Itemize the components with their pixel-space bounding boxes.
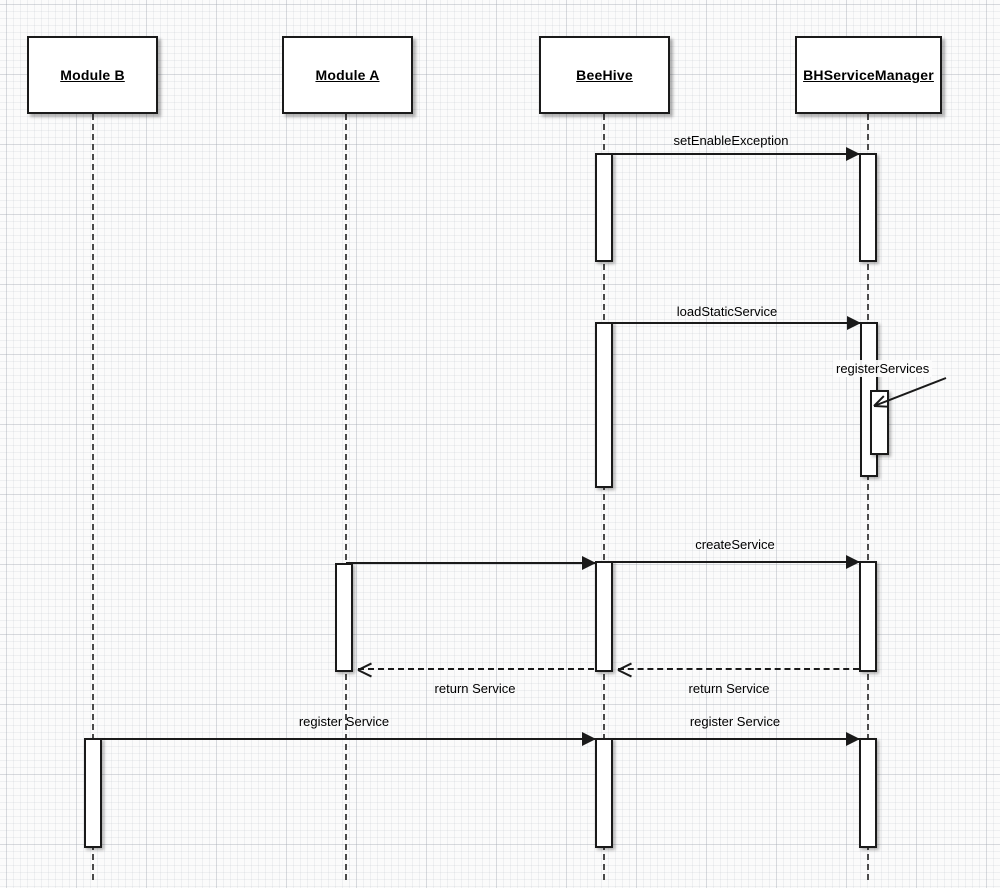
message-line-msg-register-service-b[interactable] (93, 738, 595, 740)
arrow-head-msg-register-service-beehive (846, 732, 860, 746)
message-line-msg-create-service[interactable] (613, 561, 859, 563)
activation-bar-beehive-act-3[interactable] (595, 561, 613, 672)
participant-box-beehive[interactable]: BeeHive (539, 36, 670, 114)
participant-label-bhservicemanager: BHServiceManager (803, 67, 934, 83)
annotation-label-note-register-services: registerServices (833, 360, 933, 377)
activation-bar-moduleb-act-1[interactable] (84, 738, 102, 848)
lifeline-stem-bhservicemanager (867, 114, 869, 880)
activation-bar-modulea-act-1[interactable] (335, 563, 353, 672)
participant-label-module-b: Module B (60, 67, 125, 83)
message-label-msg-register-service-beehive: register Service (689, 714, 781, 729)
message-label-msg-set-enable-exception: setEnableException (673, 133, 789, 148)
participant-box-bhservicemanager[interactable]: BHServiceManager (795, 36, 942, 114)
participant-label-beehive: BeeHive (576, 67, 633, 83)
message-label-msg-return-service-beehive: return Service (434, 681, 516, 696)
arrow-head-msg-create-service (846, 555, 860, 569)
lifeline-stem-module-b (92, 114, 94, 880)
activation-bar-bhsm-act-1[interactable] (859, 153, 877, 262)
message-label-msg-load-static-service: loadStaticService (676, 304, 778, 319)
activation-bar-beehive-act-1[interactable] (595, 153, 613, 262)
message-line-msg-return-service-bhsm[interactable] (618, 668, 859, 670)
message-label-msg-create-service: createService (695, 537, 775, 552)
activation-bar-beehive-act-2[interactable] (595, 322, 613, 488)
message-label-msg-register-service-b: register Service (298, 714, 390, 729)
lifeline-stem-module-a (345, 114, 347, 880)
activation-bar-bhsm-act-4[interactable] (859, 738, 877, 848)
message-label-msg-return-service-bhsm: return Service (688, 681, 770, 696)
message-line-msg-modulea-to-beehive[interactable] (346, 562, 595, 564)
message-line-msg-register-service-beehive[interactable] (613, 738, 859, 740)
arrow-head-msg-modulea-to-beehive (582, 556, 596, 570)
activation-bar-beehive-act-4[interactable] (595, 738, 613, 848)
participant-box-module-b[interactable]: Module B (27, 36, 158, 114)
arrow-head-msg-register-service-b (582, 732, 596, 746)
activation-bar-bhsm-act-3[interactable] (859, 561, 877, 672)
message-line-msg-load-static-service[interactable] (604, 322, 860, 324)
message-line-msg-return-service-beehive[interactable] (358, 668, 604, 670)
arrow-head-msg-set-enable-exception (846, 147, 860, 161)
lifeline-stem-beehive (603, 114, 605, 880)
participant-box-module-a[interactable]: Module A (282, 36, 413, 114)
participant-label-module-a: Module A (315, 67, 380, 83)
message-line-msg-set-enable-exception[interactable] (604, 153, 859, 155)
arrow-head-msg-load-static-service (847, 316, 861, 330)
